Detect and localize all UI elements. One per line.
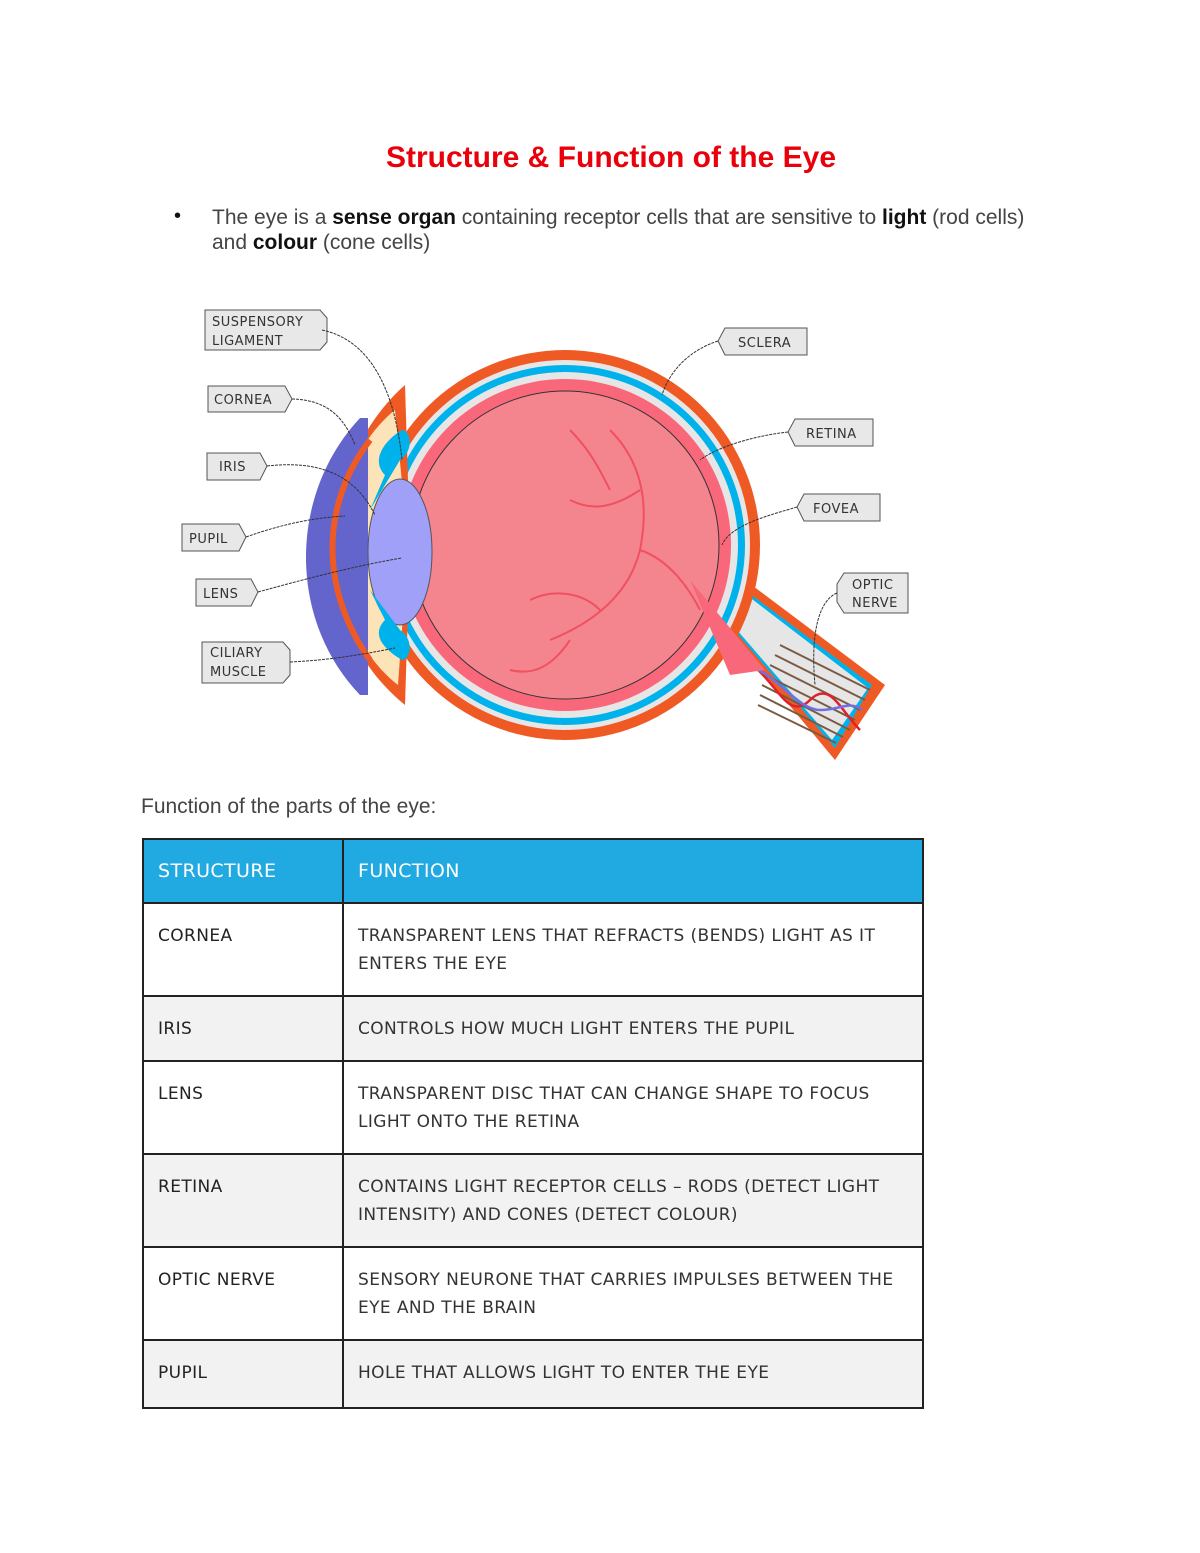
label-ciliary-muscle: MUSCLE <box>210 665 267 680</box>
ciliary-body-top <box>370 430 410 510</box>
intro-paragraph: The eye is a sense organ containing rece… <box>212 205 1042 255</box>
leader-lines <box>245 329 838 686</box>
table-row: OPTIC NERVE SENSORY NEURONE THAT CARRIES… <box>142 1246 924 1341</box>
lens-shape <box>367 478 433 626</box>
table-row: RETINA CONTAINS LIGHT RECEPTOR CELLS – R… <box>142 1153 924 1248</box>
function-cell: HOLE THAT ALLOWS LIGHT TO ENTER THE EYE <box>342 1339 924 1409</box>
intro-text: The eye is a <box>212 206 333 229</box>
table-header-row: STRUCTURE FUNCTION <box>142 838 924 904</box>
ciliary-body-bottom <box>370 590 410 660</box>
label-ciliary-muscle: CILIARY <box>210 646 263 661</box>
label-cornea: CORNEA <box>214 393 272 408</box>
function-cell: TRANSPARENT DISC THAT CAN CHANGE SHAPE T… <box>342 1060 924 1155</box>
intro-text: (rod cells) and <box>212 206 1025 254</box>
function-cell: SENSORY NEURONE THAT CARRIES IMPULSES BE… <box>342 1246 924 1341</box>
table-caption: Function of the parts of the eye: <box>141 795 437 818</box>
vitreous-shape <box>410 390 720 700</box>
optic-nerve-shape <box>710 580 885 760</box>
table-row: CORNEA TRANSPARENT LENS THAT REFRACTS (B… <box>142 902 924 997</box>
function-cell: CONTROLS HOW MUCH LIGHT ENTERS THE PUPIL <box>342 995 924 1062</box>
eye-diagram: SUSPENSORY LIGAMENT CORNEA IRIS PUPIL LE… <box>181 309 909 760</box>
function-cell: CONTAINS LIGHT RECEPTOR CELLS – RODS (DE… <box>342 1153 924 1248</box>
table-row: LENS TRANSPARENT DISC THAT CAN CHANGE SH… <box>142 1060 924 1155</box>
page-title: Structure & Function of the Eye <box>385 141 837 174</box>
intro-text: (cone cells) <box>317 231 431 254</box>
header-structure: STRUCTURE <box>142 838 344 904</box>
intro-text: containing receptor cells that are sensi… <box>455 206 883 229</box>
blood-vessels <box>509 429 701 673</box>
function-cell: TRANSPARENT LENS THAT REFRACTS (BENDS) L… <box>342 902 924 997</box>
label-sclera: SCLERA <box>738 336 791 351</box>
label-lens: LENS <box>203 587 238 602</box>
structure-cell: CORNEA <box>142 902 344 997</box>
structure-cell: RETINA <box>142 1153 344 1248</box>
label-fovea: FOVEA <box>813 502 859 517</box>
structure-cell: OPTIC NERVE <box>142 1246 344 1341</box>
structure-cell: PUPIL <box>142 1339 344 1409</box>
eye-function-table: STRUCTURE FUNCTION CORNEA TRANSPARENT LE… <box>142 838 924 1409</box>
table-row: IRIS CONTROLS HOW MUCH LIGHT ENTERS THE … <box>142 995 924 1062</box>
label-suspensory-ligament: SUSPENSORY <box>212 315 303 330</box>
label-retina: RETINA <box>806 427 857 442</box>
label-pupil: PUPIL <box>189 532 228 547</box>
label-optic-nerve: OPTIC <box>852 578 893 593</box>
structure-cell: IRIS <box>142 995 344 1062</box>
header-function: FUNCTION <box>342 838 924 904</box>
label-optic-nerve: NERVE <box>852 596 898 611</box>
label-suspensory-ligament: LIGAMENT <box>212 334 283 349</box>
bullet-icon: • <box>174 205 182 227</box>
table-row: PUPIL HOLE THAT ALLOWS LIGHT TO ENTER TH… <box>142 1339 924 1409</box>
structure-cell: LENS <box>142 1060 344 1155</box>
label-iris: IRIS <box>219 460 246 475</box>
intro-bold: sense organ <box>332 206 456 229</box>
intro-bold: colour <box>252 231 318 254</box>
intro-bold: light <box>882 206 927 229</box>
